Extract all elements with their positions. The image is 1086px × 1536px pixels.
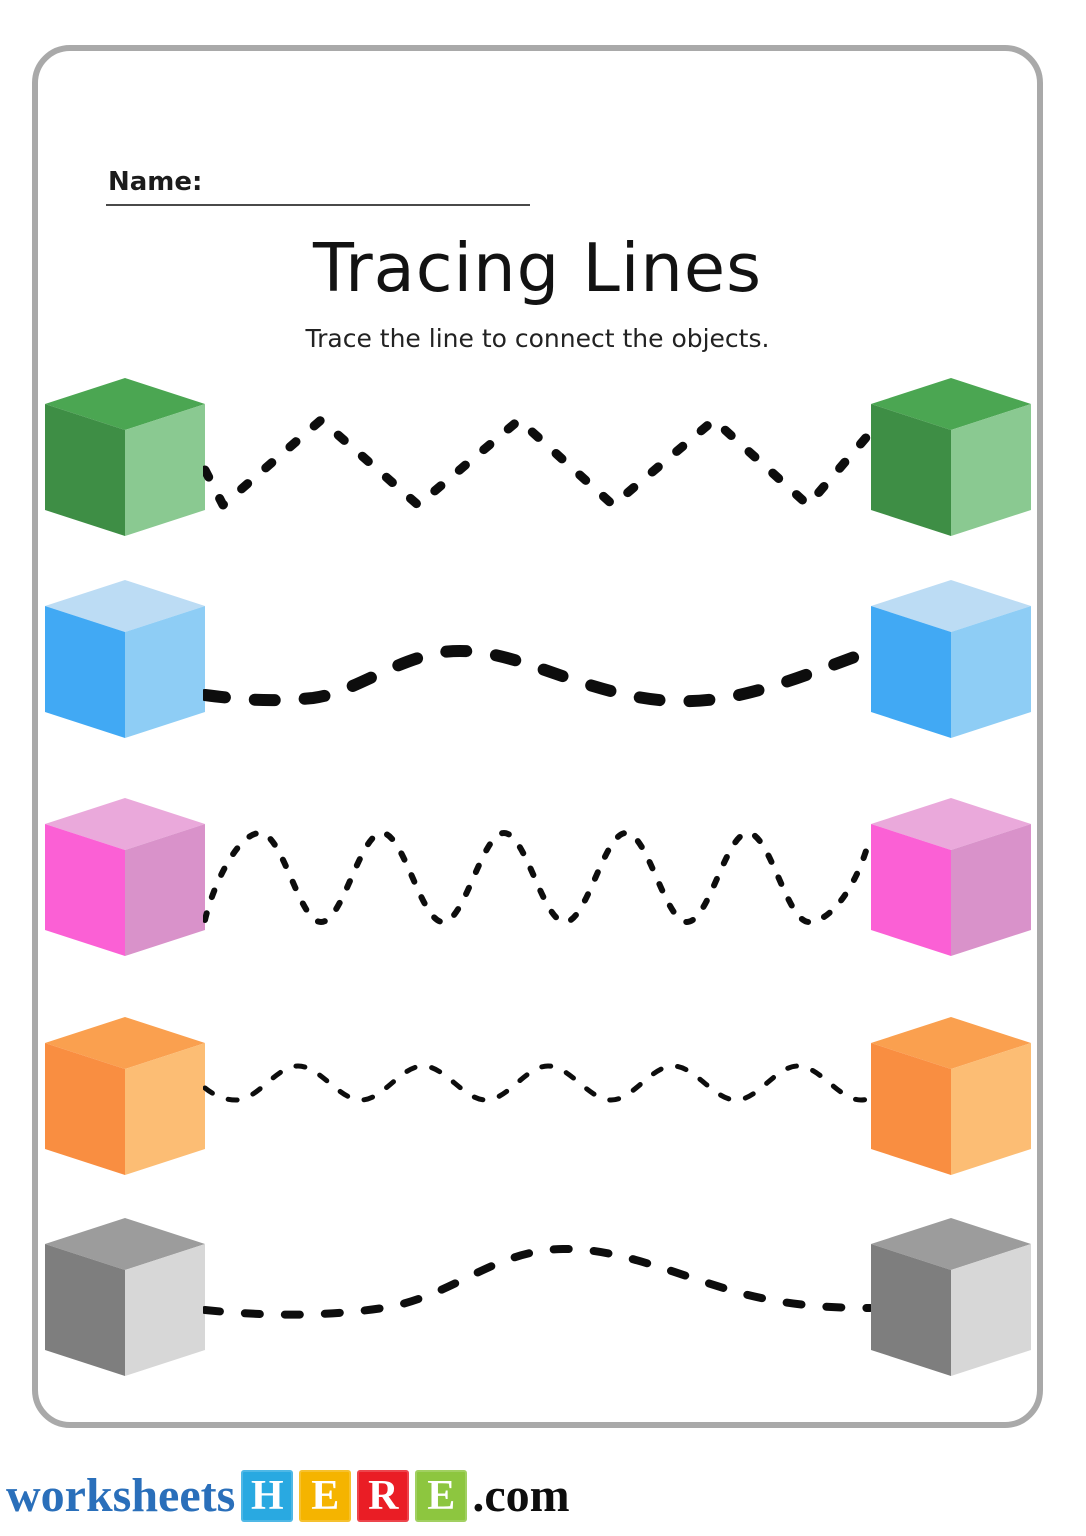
tracing-line-wave[interactable]	[203, 638, 873, 718]
cube-left-face	[45, 1244, 125, 1376]
cube-blue-right	[871, 580, 1031, 738]
page-title: Tracing Lines	[313, 229, 762, 307]
cube-blue-left	[45, 580, 205, 738]
cube-right-face	[125, 606, 205, 738]
cube-right-face	[951, 1043, 1031, 1175]
worksheet-card: Name: Tracing Lines Trace the line to co…	[32, 45, 1043, 1428]
cube-right-face	[125, 404, 205, 536]
cube-orange-right	[871, 1017, 1031, 1175]
tracing-line-small-wave[interactable]	[203, 1058, 873, 1108]
logo-text-worksheets: worksheets	[6, 1469, 236, 1522]
logo-block-r: R	[357, 1470, 410, 1522]
cube-left-face	[871, 606, 951, 738]
cube-pink-right	[871, 798, 1031, 956]
cube-right-face	[951, 404, 1031, 536]
tracing-line-hill[interactable]	[203, 1238, 873, 1323]
logo-block-h: H	[241, 1470, 294, 1522]
cube-green-right	[871, 378, 1031, 536]
cube-right-face	[125, 1043, 205, 1175]
cube-gray-right	[871, 1218, 1031, 1376]
cube-right-face	[951, 1244, 1031, 1376]
cube-left-face	[871, 1043, 951, 1175]
cube-left-face	[871, 824, 951, 956]
page-subtitle: Trace the line to connect the objects.	[305, 324, 770, 353]
logo-block-e2: E	[415, 1470, 468, 1522]
name-label: Name:	[108, 167, 203, 197]
cube-orange-left	[45, 1017, 205, 1175]
cube-right-face	[125, 824, 205, 956]
logo-text-com: .com	[472, 1469, 570, 1522]
cube-left-face	[871, 1244, 951, 1376]
cube-left-face	[871, 404, 951, 536]
site-logo[interactable]: worksheets H E R E .com	[6, 1464, 570, 1528]
tracing-line-zigzag[interactable]	[203, 408, 873, 518]
name-input-line[interactable]	[106, 204, 530, 206]
cube-green-left	[45, 378, 205, 536]
tracing-line-tight-wave[interactable]	[203, 825, 873, 930]
cube-left-face	[45, 606, 125, 738]
cube-right-face	[951, 606, 1031, 738]
cube-right-face	[951, 824, 1031, 956]
cube-gray-left	[45, 1218, 205, 1376]
cube-pink-left	[45, 798, 205, 956]
cube-left-face	[45, 824, 125, 956]
cube-left-face	[45, 404, 125, 536]
cube-right-face	[125, 1244, 205, 1376]
cube-left-face	[45, 1043, 125, 1175]
logo-block-e1: E	[299, 1470, 352, 1522]
